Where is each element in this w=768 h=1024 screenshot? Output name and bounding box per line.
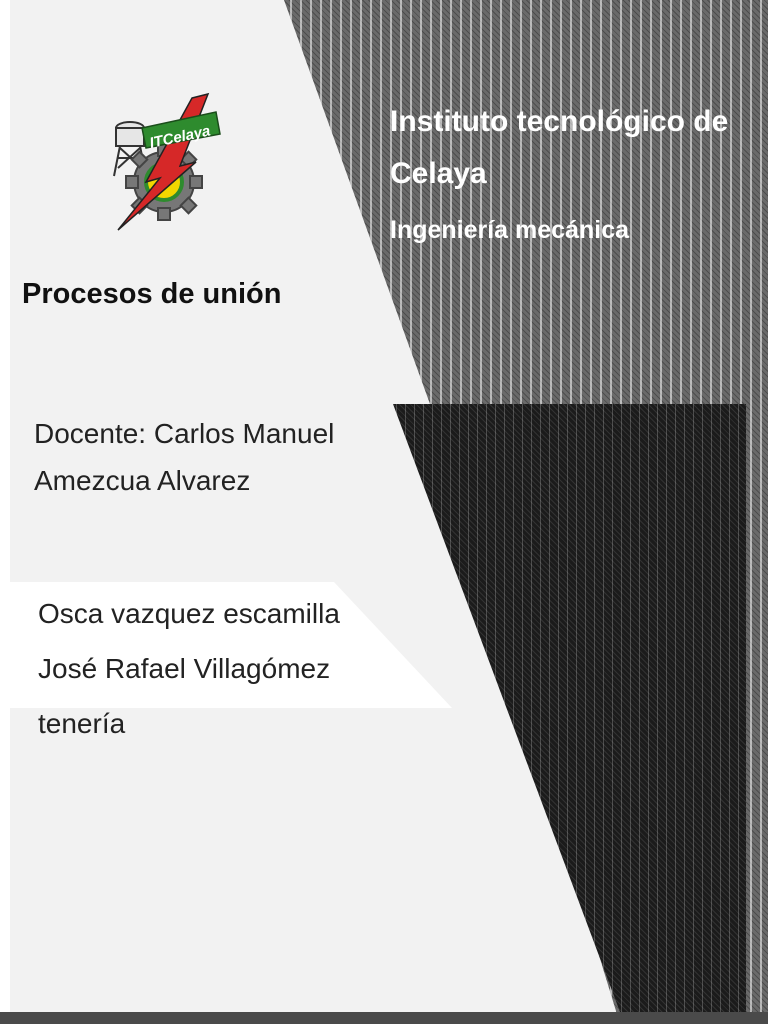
students-block: Osca vazquez escamilla José Rafael Villa… bbox=[38, 588, 398, 750]
institution-title: Instituto tecnológico de Celaya bbox=[390, 105, 729, 190]
career-name: Ingeniería mecánica bbox=[390, 216, 630, 244]
teacher-line-2: Amezcua Alvarez bbox=[34, 465, 251, 496]
student-2-line-1: José Rafael Villagómez bbox=[38, 653, 331, 684]
bottom-bar bbox=[0, 1012, 768, 1024]
teacher-line-1: Docente: Carlos Manuel bbox=[34, 418, 335, 449]
student-1: Osca vazquez escamilla bbox=[38, 598, 340, 629]
logo-banner: ITCelaya bbox=[141, 111, 221, 152]
student-2-line-2: tenería bbox=[38, 708, 126, 739]
itcelaya-logo: ITCelaya bbox=[108, 92, 224, 234]
teacher-block: Docente: Carlos Manuel Amezcua Alvarez bbox=[34, 410, 394, 504]
document-title: Procesos de unión bbox=[22, 278, 282, 310]
left-white-strip bbox=[0, 0, 10, 1024]
itcelaya-logo-icon: ITCelaya bbox=[113, 92, 221, 231]
